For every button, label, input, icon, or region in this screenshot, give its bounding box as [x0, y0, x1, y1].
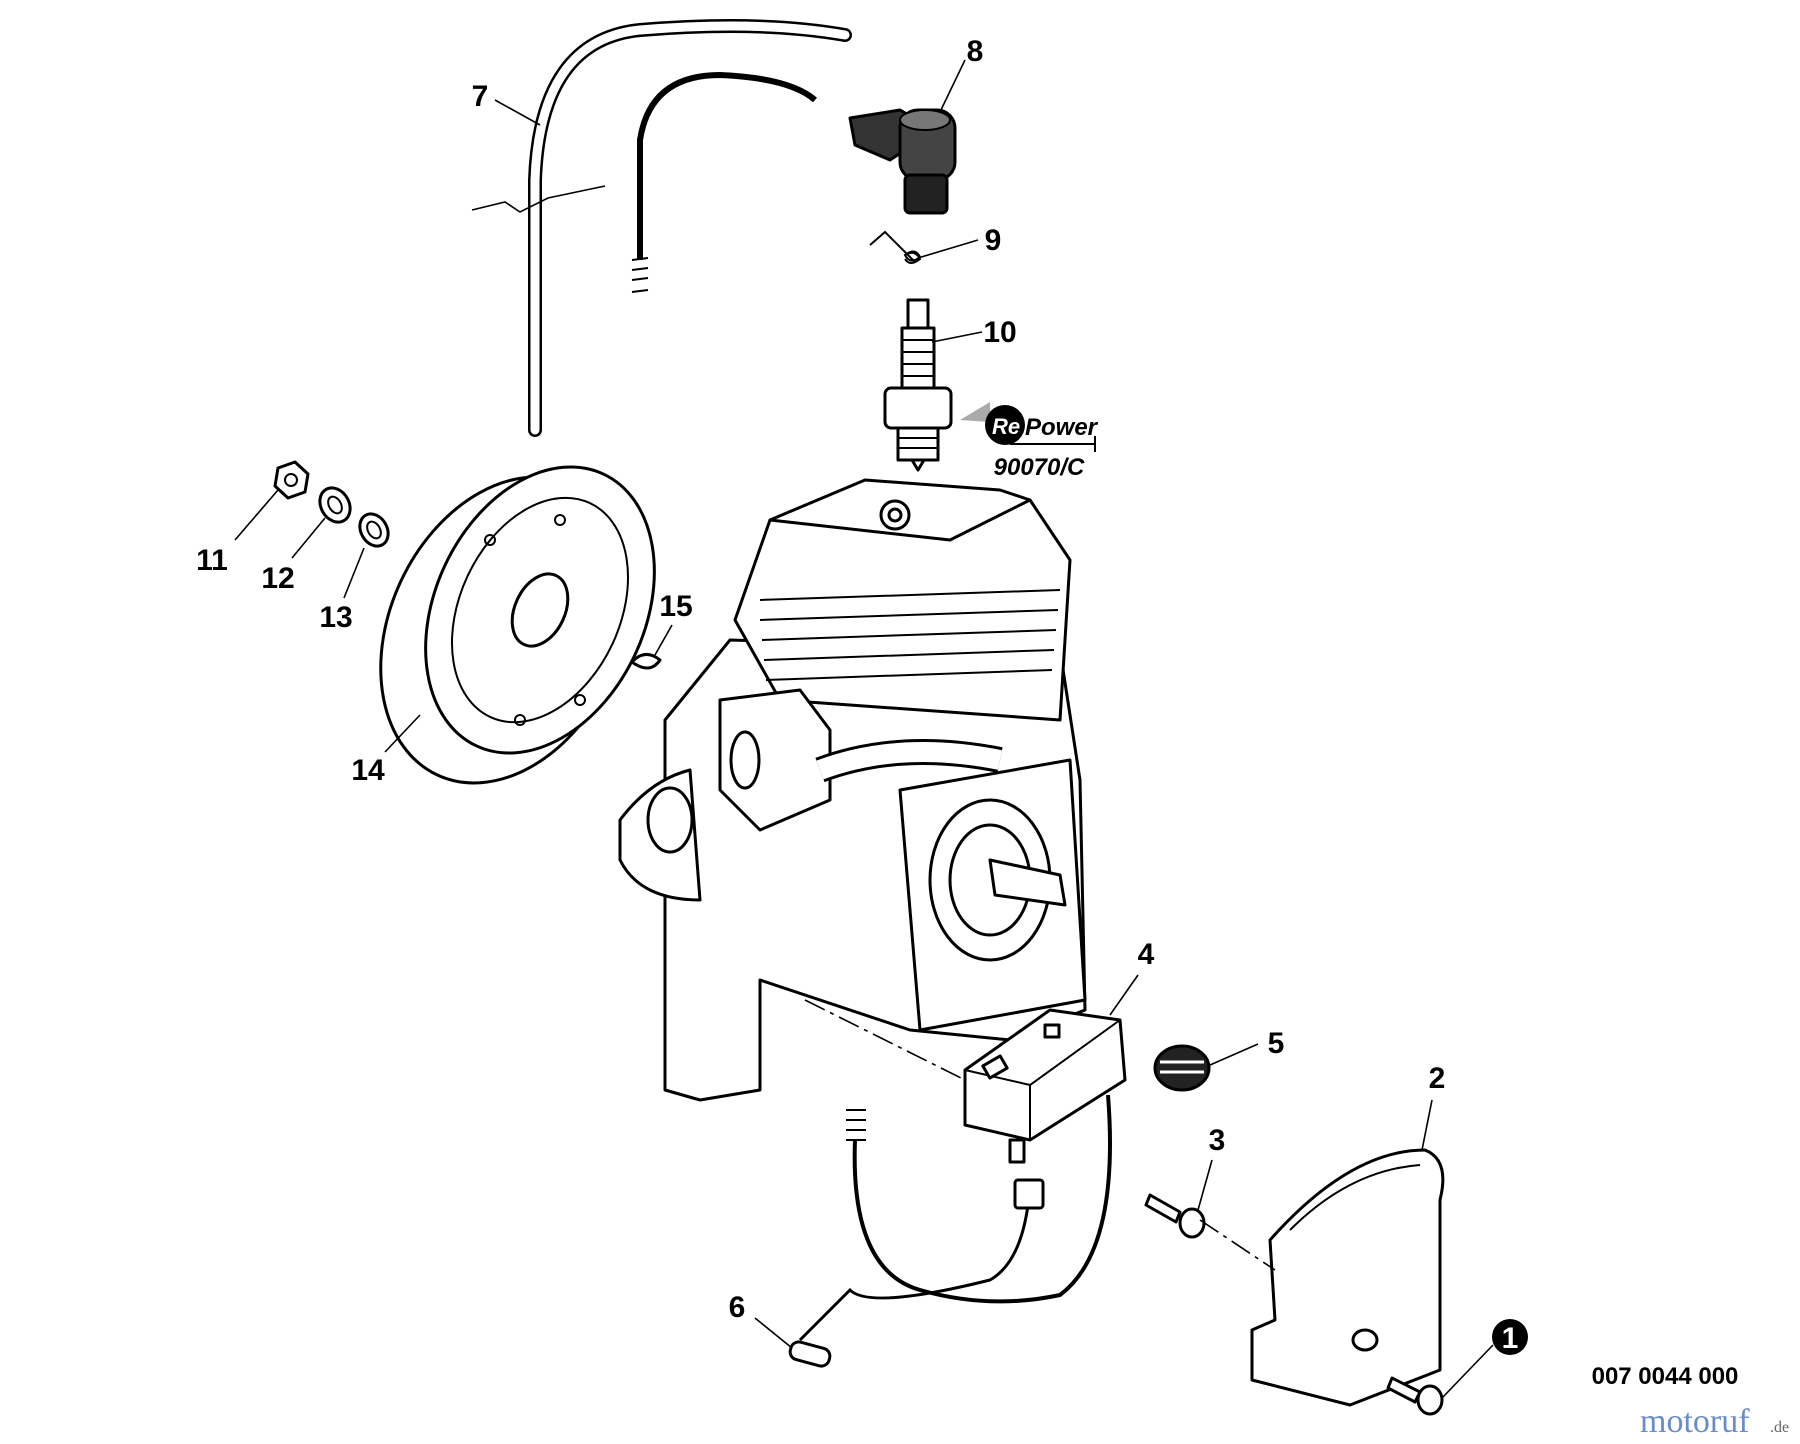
part-6-terminal[interactable] [788, 1340, 832, 1368]
watermark-name: motoruf [1640, 1403, 1750, 1440]
repower-logo: Re Power 90070/C [985, 405, 1099, 481]
part-13-washer[interactable] [354, 509, 394, 551]
callout-13: 13 [319, 601, 352, 634]
part-11-nut[interactable] [273, 460, 310, 500]
part-10-spark-plug[interactable] [883, 298, 990, 472]
callout-5: 5 [1268, 1027, 1285, 1060]
part-5-grommet[interactable] [1153, 1044, 1211, 1092]
part-9-spring[interactable] [869, 230, 922, 264]
part-15-woodruff-key[interactable] [630, 653, 662, 670]
ignition-wire [631, 71, 817, 293]
callout-10: 10 [983, 316, 1016, 349]
callout-1-badge [1492, 1319, 1528, 1355]
part-14-flywheel[interactable] [333, 430, 698, 824]
callout-7: 7 [472, 80, 489, 113]
part-3-screw[interactable] [1144, 1193, 1206, 1239]
watermark-tld: .de [1770, 1419, 1789, 1436]
callout-4: 4 [1138, 938, 1155, 971]
callout-14: 14 [351, 754, 385, 787]
leader-lines [234, 59, 1494, 1399]
callout-3: 3 [1209, 1124, 1226, 1157]
callout-8: 8 [967, 35, 984, 68]
callout-11: 11 [196, 544, 228, 577]
callout-6: 6 [729, 1291, 746, 1324]
repower-re: Re [992, 414, 1020, 439]
callout-12: 12 [261, 562, 294, 595]
drawing-number: 007 0044 000 [1592, 1363, 1739, 1390]
callout-1: 1 [1502, 1322, 1519, 1355]
part-7-fuel-line[interactable] [471, 19, 852, 437]
engine-block [618, 478, 1087, 1102]
motoruf-watermark: motoruf .de [1640, 1403, 1789, 1440]
callout-15: 15 [659, 590, 692, 623]
part-1-screw[interactable] [1386, 1376, 1444, 1416]
callout-9: 9 [985, 224, 1002, 257]
part-2-cover[interactable] [1199, 1148, 1445, 1407]
part-12-washer[interactable] [314, 482, 356, 527]
callout-2: 2 [1429, 1062, 1446, 1095]
repower-code: 90070/C [994, 454, 1085, 481]
part-8-spark-plug-boot[interactable] [848, 108, 957, 215]
part-4-ignition-module[interactable] [798, 999, 1127, 1342]
repower-power: Power [1025, 414, 1099, 441]
callout-labels: 7 8 9 10 11 12 13 14 15 4 5 2 3 6 1 [196, 35, 1528, 1355]
